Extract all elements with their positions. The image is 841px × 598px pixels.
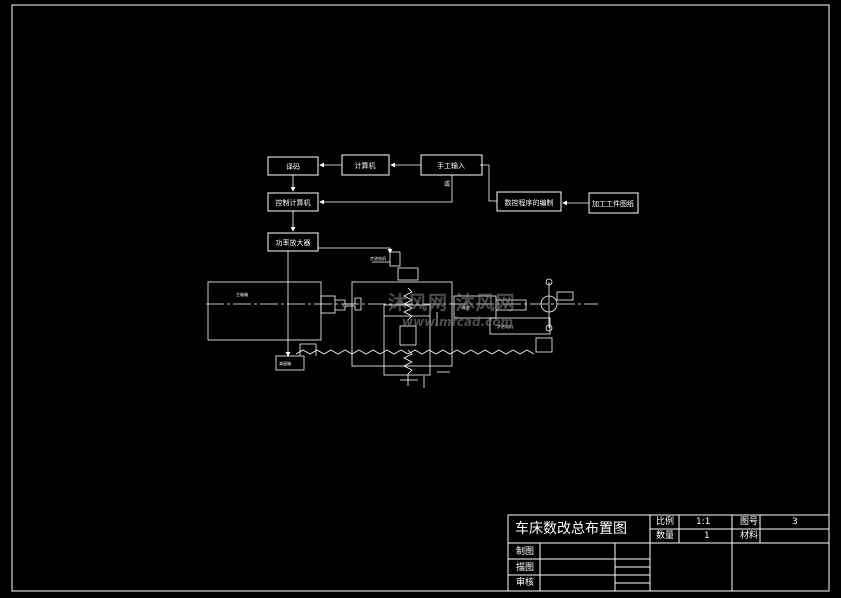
tool-label: 刀	[342, 303, 346, 308]
block-power-amp-label: 功率放大器	[276, 238, 311, 247]
motor-x-label: 步进电机	[370, 255, 386, 261]
motor-z	[535, 337, 553, 353]
flow-arrows	[285, 162, 589, 357]
watermark-url: www.mfcad.com	[402, 315, 513, 329]
block-decoder: 译码	[267, 156, 319, 176]
qty-label: 数量	[656, 531, 675, 541]
scale-value: 1:1	[696, 517, 711, 527]
or-label: 或	[444, 180, 450, 188]
block-manual-input-label: 手工输入	[437, 161, 465, 170]
carriage	[351, 281, 453, 367]
motor-x	[389, 251, 401, 267]
headstock	[207, 281, 322, 341]
block-computer-label: 计算机	[355, 161, 376, 170]
block-decoder-label: 译码	[286, 163, 300, 171]
qty-value: 1	[704, 531, 710, 541]
block-computer: 计算机	[341, 154, 390, 176]
block-control-calc-label: 控制计算机	[276, 198, 311, 207]
block-program: 数控程序的编制	[496, 191, 562, 212]
checked-label: 审核	[516, 578, 535, 588]
drawing-no-label: 图号	[740, 517, 759, 527]
gear-box	[275, 355, 305, 371]
block-control-calc: 控制计算机	[267, 192, 319, 212]
block-part-drawing-label: 加工工件图纸	[592, 199, 634, 208]
block-power-amp: 功率放大器	[267, 232, 319, 252]
block-manual-input: 手工输入	[420, 154, 483, 176]
lead-screw	[295, 349, 535, 355]
drawn-label: 制图	[516, 547, 535, 557]
gear-box-label: 减速箱	[279, 360, 291, 366]
motor-z-label: 步进电机	[497, 323, 513, 329]
block-program-label: 数控程序的编制	[505, 198, 554, 207]
traced-label: 描图	[516, 563, 535, 573]
tailstock-label: 尾座	[462, 304, 470, 310]
tailstock	[453, 295, 497, 319]
lathe-schematic	[206, 251, 598, 388]
title-block-grid	[507, 514, 830, 592]
watermark-logo-text: 沐风网 沐风网	[388, 292, 516, 314]
scale-label: 比例	[656, 517, 675, 527]
block-part-drawing: 加工工件图纸	[588, 192, 639, 214]
material-label: 材料	[740, 531, 759, 541]
sheet-border	[11, 4, 830, 592]
headstock-label: 主轴箱	[236, 291, 248, 297]
drawing-title: 车床数改总布置图	[515, 521, 627, 537]
drawing-no-value: 3	[792, 517, 798, 527]
